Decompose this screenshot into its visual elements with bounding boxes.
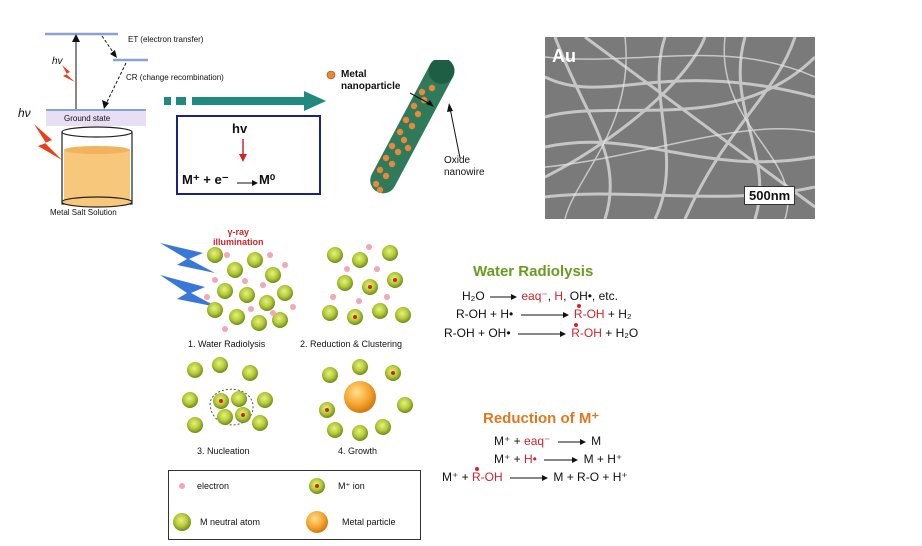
- red-eq1-right: M: [591, 434, 602, 448]
- process-steps-illustration: [160, 243, 413, 441]
- metal-nanoparticle-label: Metal nanoparticle: [341, 69, 401, 92]
- red-eq3-right: M + R-O + H⁺: [553, 470, 628, 484]
- arrow-icon: [544, 456, 579, 463]
- energy-diagram: [34, 32, 148, 208]
- arrow-icon: [490, 293, 518, 300]
- red-eq3: M⁺ + R-OH M + R-O + H⁺: [442, 470, 628, 485]
- arrow-icon: [557, 438, 586, 445]
- red-eq3-red: R-OH: [472, 470, 503, 484]
- cr-label: CR (change recombination): [126, 73, 224, 82]
- legend-m-neutral: M neutral atom: [200, 517, 261, 527]
- red-eq1-left: M⁺ +: [494, 434, 525, 448]
- red-eq2: M⁺ + H• M + H⁺: [494, 452, 622, 467]
- legend-icons: [173, 478, 328, 533]
- nanowire-figure: [326, 60, 461, 194]
- solution-label: Metal Salt Solution: [50, 208, 117, 217]
- wr-eq3-right-red: R-OH: [571, 326, 602, 340]
- red-eq1-red: eaq⁻: [524, 434, 551, 448]
- step1-graphic: [160, 243, 296, 332]
- wr-eq2-left: R-OH + H•: [456, 307, 514, 321]
- reduction-title: Reduction of M⁺: [483, 410, 600, 427]
- wr-eq3: R-OH + OH• R-OH + H₂O: [444, 326, 638, 341]
- lightning-icon: [62, 65, 75, 82]
- red-eq2-red: H•: [524, 452, 537, 466]
- wr-eq1: H₂O eaq⁻, H, OH•, etc.: [462, 289, 618, 303]
- process-arrow: [164, 91, 326, 111]
- red-eq2-right: M + H⁺: [583, 452, 623, 466]
- step2-label: 2. Reduction & Clustering: [300, 339, 403, 349]
- arrow-icon: [510, 474, 549, 481]
- wr-eq3-left: R-OH + OH•: [444, 326, 511, 340]
- reaction-equation-left: M⁺ + e⁻: [182, 172, 229, 187]
- water-radiolysis-title: Water Radiolysis: [473, 263, 594, 280]
- arrow-icon: [520, 311, 569, 318]
- lightning-icon: [34, 124, 62, 160]
- reaction-equation-right: M⁰: [259, 172, 276, 187]
- hv-upper-label: hv: [52, 56, 63, 67]
- red-eq1: M⁺ + eaq⁻ M: [494, 434, 601, 449]
- wr-eq2-right-rest: + H₂: [604, 307, 632, 321]
- sem-element-label: Au: [552, 46, 576, 66]
- wr-eq1-rest: , OH•, etc.: [563, 289, 618, 303]
- oxide-nanowire-label: Oxide nanowire: [444, 155, 485, 178]
- wr-eq2: R-OH + H• R-OH + H₂: [456, 307, 632, 322]
- wr-eq2-right-red: R-OH: [573, 307, 605, 321]
- step1-label: 1. Water Radiolysis: [188, 339, 266, 349]
- legend-m-ion: M⁺ ion: [338, 481, 365, 491]
- step3-label: 3. Nucleation: [197, 446, 250, 456]
- scale-bar: 500nm: [744, 186, 796, 205]
- red-eq2-left: M⁺ +: [494, 452, 525, 466]
- reaction-box: [176, 115, 321, 195]
- wr-eq3-right-rest: + H₂O: [601, 326, 639, 340]
- wr-eq1-r2: H: [554, 289, 564, 303]
- red-eq3-left: M⁺ +: [442, 470, 473, 484]
- arrow-icon: [237, 180, 258, 186]
- arrow-icon: [517, 330, 566, 337]
- gamma-ray-label: γ-ray illumination: [213, 227, 264, 247]
- wr-eq1-left: H₂O: [462, 289, 485, 303]
- legend-metal-particle: Metal particle: [342, 517, 396, 527]
- step4-graphic: [319, 359, 413, 441]
- legend: [168, 470, 421, 540]
- ground-state-box: [46, 110, 146, 126]
- step2-graphic: [322, 244, 411, 325]
- step3-graphic: [182, 357, 273, 433]
- step4-label: 4. Growth: [338, 446, 378, 456]
- wr-eq1-r1: eaq⁻: [521, 289, 548, 303]
- et-label: ET (electron transfer): [128, 35, 204, 44]
- red-arrow-icon: [239, 139, 247, 162]
- hv-lower-label: hν: [18, 106, 31, 120]
- legend-electron: electron: [197, 481, 230, 491]
- ground-state-label: Ground state: [64, 114, 111, 123]
- reaction-hv: hv: [232, 121, 248, 136]
